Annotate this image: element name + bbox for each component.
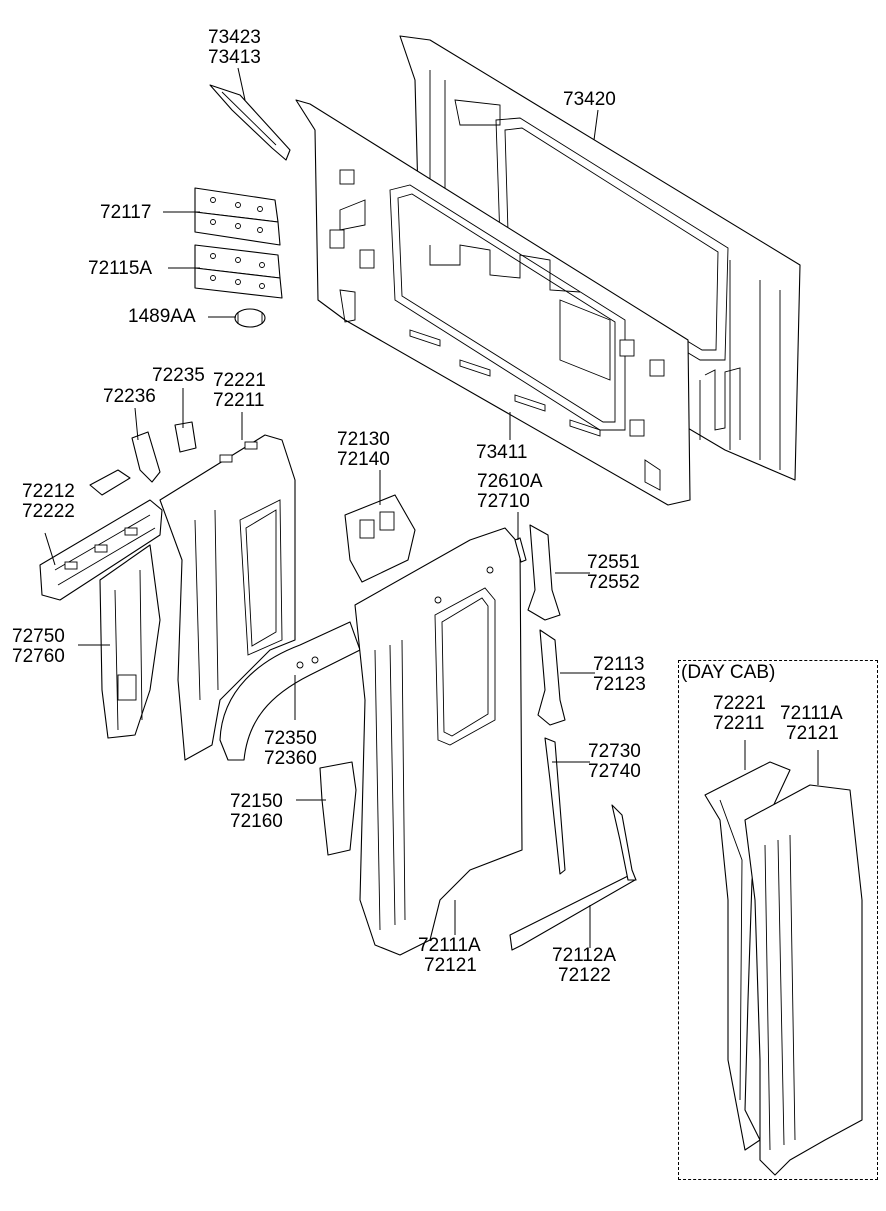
label-daycab-72121: 72121 xyxy=(786,723,839,744)
label-1489AA-text: 1489AA xyxy=(128,306,196,327)
part-72221-pillar xyxy=(159,434,296,761)
label-72211: 72211 xyxy=(213,390,265,411)
day-cab-inset-frame xyxy=(678,660,878,1180)
part-73420-rear-panel xyxy=(399,35,801,481)
label-72552: 72552 xyxy=(587,572,640,593)
label-72610A-72710: 72610A 72710 xyxy=(477,472,543,512)
label-1489AA: 1489AA xyxy=(128,307,196,327)
label-72360: 72360 xyxy=(264,748,317,769)
label-daycab-72111A-72121: 72111A 72121 xyxy=(780,704,843,744)
label-72112A-72122: 72112A 72122 xyxy=(552,946,616,986)
day-cab-inset-title: (DAY CAB) xyxy=(681,662,776,683)
label-73411: 73411 xyxy=(476,443,527,463)
label-72130: 72130 xyxy=(337,429,390,450)
label-72115A-text: 72115A xyxy=(88,258,153,279)
part-daycab-72111A-panel xyxy=(744,784,863,1176)
label-72760: 72760 xyxy=(12,646,65,667)
label-72235-text: 72235 xyxy=(152,365,205,386)
label-72750-72760: 72750 72760 xyxy=(12,627,65,667)
part-72235-bracket xyxy=(174,421,197,453)
part-72750-pillar xyxy=(99,544,161,739)
label-72740: 72740 xyxy=(588,761,641,782)
label-daycab-72221-72211: 72221 72211 xyxy=(713,694,766,734)
label-daycab-72221: 72221 xyxy=(713,693,766,714)
label-73420-text: 73420 xyxy=(563,89,616,110)
part-72117-plate xyxy=(194,187,281,246)
leader-lines xyxy=(44,67,819,948)
label-72551-72552: 72551 72552 xyxy=(587,553,640,593)
label-72350-72360: 72350 72360 xyxy=(264,729,317,769)
part-72236-bracket xyxy=(131,431,161,483)
label-72122: 72122 xyxy=(558,965,611,986)
label-72236: 72236 xyxy=(103,387,156,407)
part-73411-back-panel xyxy=(295,99,691,506)
label-73420: 73420 xyxy=(563,90,616,110)
label-72111A-72121: 72111A 72121 xyxy=(418,936,481,976)
label-72710: 72710 xyxy=(477,491,530,512)
part-72115A-plate xyxy=(194,244,283,299)
label-72117: 72117 xyxy=(100,203,151,223)
part-daycab-72221-pillar xyxy=(704,761,791,1151)
label-72140: 72140 xyxy=(337,449,390,470)
label-72160: 72160 xyxy=(230,811,283,832)
label-72221-72211: 72221 72211 xyxy=(213,371,266,411)
label-daycab-72211: 72211 xyxy=(713,713,765,734)
part-72113-bracket xyxy=(537,629,566,726)
part-72130-bracket xyxy=(344,494,416,583)
part-72212-rail xyxy=(39,469,163,601)
label-72121: 72121 xyxy=(424,955,477,976)
part-72150-bracket xyxy=(319,761,357,856)
label-72222: 72222 xyxy=(22,501,75,522)
label-72730-72740: 72730 72740 xyxy=(588,742,641,782)
label-73423-73413: 73423 73413 xyxy=(208,28,261,68)
label-72112A: 72112A xyxy=(552,945,617,966)
label-72115A: 72115A xyxy=(88,259,152,279)
label-73413: 73413 xyxy=(208,47,261,68)
label-72350: 72350 xyxy=(264,728,317,749)
label-72750: 72750 xyxy=(12,626,65,647)
label-72235: 72235 xyxy=(152,366,205,386)
label-72150: 72150 xyxy=(230,791,283,812)
label-72130-72140: 72130 72140 xyxy=(337,430,390,470)
part-72551-bracket xyxy=(527,524,561,621)
label-daycab-72111A: 72111A xyxy=(780,703,843,724)
label-72610A: 72610A xyxy=(477,471,543,492)
label-72113: 72113 xyxy=(593,654,645,675)
label-73411-text: 73411 xyxy=(476,442,528,463)
part-72730-strip xyxy=(544,737,566,875)
label-72730: 72730 xyxy=(588,741,641,762)
label-73423: 73423 xyxy=(208,27,261,48)
part-73423-bracket xyxy=(209,84,291,161)
label-72117-text: 72117 xyxy=(100,202,152,223)
part-1489AA-clip xyxy=(234,308,266,328)
label-72212-72222: 72212 72222 xyxy=(22,482,75,522)
label-72212: 72212 xyxy=(22,481,75,502)
label-72236-text: 72236 xyxy=(103,386,156,407)
label-72551: 72551 xyxy=(587,552,640,573)
part-72112A-sill xyxy=(509,804,637,951)
label-72123: 72123 xyxy=(593,674,646,695)
label-72150-72160: 72150 72160 xyxy=(230,792,283,832)
part-72111A-quarter-panel xyxy=(354,527,523,956)
label-72221: 72221 xyxy=(213,370,266,391)
label-72111A: 72111A xyxy=(418,935,481,956)
label-72113-72123: 72113 72123 xyxy=(593,655,646,695)
